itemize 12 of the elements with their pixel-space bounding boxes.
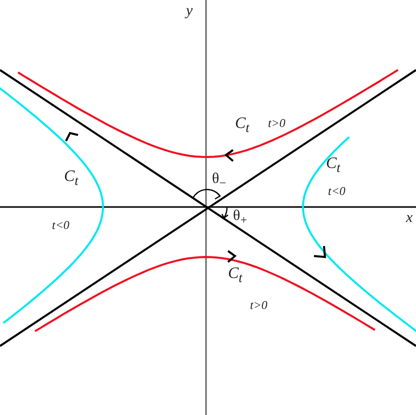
- math-label: t<0: [328, 185, 346, 197]
- math-label: t<0: [52, 219, 70, 231]
- math-label: θ$_{−}$: [212, 172, 226, 190]
- math-label: y: [186, 4, 193, 19]
- math-label: t>0: [250, 299, 268, 311]
- math-label: θ$_{+}$: [233, 209, 248, 226]
- math-label: C$_{t}$: [228, 266, 242, 285]
- math-label: C$_{t}$: [235, 116, 250, 135]
- math-label: C$_{t}$: [326, 156, 340, 175]
- math-label: t>0: [268, 117, 286, 129]
- math-label: x: [406, 211, 413, 226]
- math-label: C$_{t}$: [64, 169, 78, 188]
